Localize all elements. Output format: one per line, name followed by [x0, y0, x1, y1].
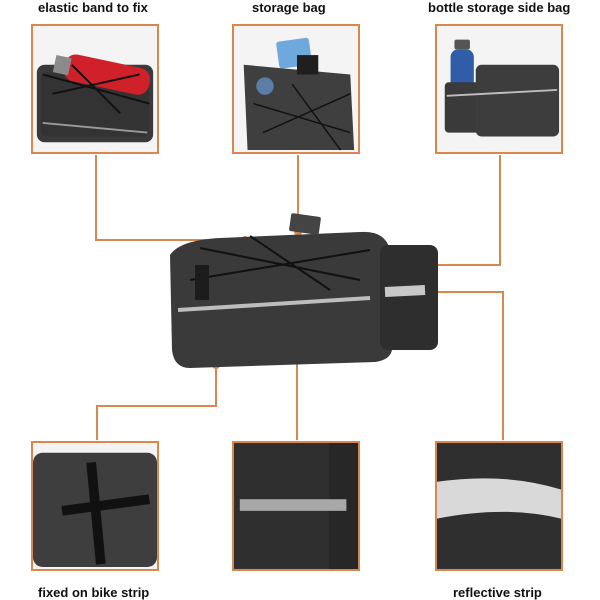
label-fixed-strip: fixed on bike strip	[38, 585, 150, 600]
connector-fixed-strip	[96, 365, 217, 440]
panel-reflective-strip	[435, 441, 563, 571]
label-bottle-side-bag: bottle storage side bag	[428, 0, 571, 15]
main-bag-image	[170, 213, 438, 368]
label-elastic-band: elastic band to fix	[38, 0, 148, 15]
panel-fabric-detail	[232, 441, 360, 571]
panel-elastic-band	[31, 24, 159, 154]
label-reflective-strip: reflective strip	[453, 585, 542, 600]
panel-fixed-strip	[31, 441, 159, 571]
panel-bottle-side-bag	[435, 24, 563, 154]
label-storage-bag: storage bag	[252, 0, 326, 15]
panel-storage-bag	[232, 24, 360, 154]
